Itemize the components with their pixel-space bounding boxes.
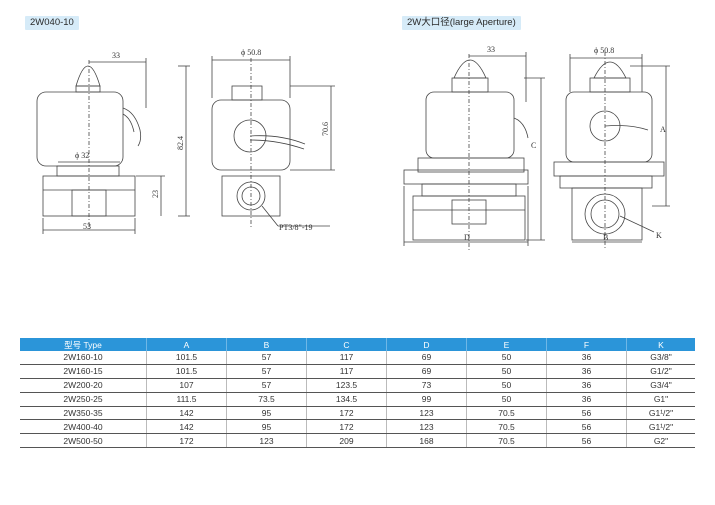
table-row: 2W500-50 172 123 209 168 70.5 56 G2" bbox=[20, 433, 695, 449]
cell-f: 56 bbox=[546, 406, 627, 421]
cell-b: 95 bbox=[226, 406, 307, 421]
cell-type: 2W200-20 bbox=[20, 378, 147, 393]
cell-k: G2" bbox=[626, 433, 695, 449]
cell-a: 142 bbox=[146, 406, 227, 421]
table-row: 2W160-15 101.5 57 117 69 50 36 G1/2" bbox=[20, 364, 695, 379]
cell-k: G1¹/2" bbox=[626, 419, 695, 435]
table-row: 2W250-25 111.5 73.5 134.5 99 50 36 G1" bbox=[20, 392, 695, 407]
cell-type: 2W160-15 bbox=[20, 364, 147, 379]
table-row: 2W350-35 142 95 172 123 70.5 56 G1¹/2" bbox=[20, 406, 695, 421]
cell-f: 36 bbox=[546, 364, 627, 379]
dim-left-53: 53 bbox=[83, 222, 91, 231]
cell-f: 36 bbox=[546, 392, 627, 407]
cell-f: 56 bbox=[546, 419, 627, 435]
table-row: 2W400-40 142 95 172 123 70.5 56 G1¹/2" bbox=[20, 419, 695, 435]
cell-c: 209 bbox=[306, 433, 387, 449]
cell-c: 134.5 bbox=[306, 392, 387, 407]
cell-f: 36 bbox=[546, 378, 627, 393]
col-header-b: B bbox=[226, 338, 307, 351]
cell-type: 2W400-40 bbox=[20, 419, 147, 435]
cell-k: G1" bbox=[626, 392, 695, 407]
cell-e: 50 bbox=[466, 364, 547, 379]
right-side-view bbox=[553, 52, 670, 250]
cell-a: 172 bbox=[146, 433, 227, 449]
cell-d: 73 bbox=[386, 378, 467, 393]
cell-b: 57 bbox=[226, 364, 307, 379]
cell-d: 123 bbox=[386, 406, 467, 421]
col-header-a: A bbox=[146, 338, 227, 351]
cell-d: 168 bbox=[386, 433, 467, 449]
spec-table-header: 型号 Type A B C D E F K bbox=[20, 338, 695, 351]
cell-a: 101.5 bbox=[146, 364, 227, 379]
dim-left-phi32: ϕ 32 bbox=[75, 151, 89, 160]
col-header-e: E bbox=[466, 338, 547, 351]
dim-right-d: D bbox=[464, 233, 470, 242]
dim-left-33: 33 bbox=[112, 51, 120, 60]
cell-b: 123 bbox=[226, 433, 307, 449]
cell-c: 117 bbox=[306, 364, 387, 379]
cell-k: G3/4" bbox=[626, 378, 695, 393]
cell-f: 56 bbox=[546, 433, 627, 449]
col-header-type: 型号 Type bbox=[20, 338, 147, 351]
technical-drawings: 33 ϕ 32 82.4 23 53 ϕ 50.8 70.6 PT3/8"-19… bbox=[36, 45, 670, 250]
dim-right-phi50-8: ϕ 50.8 bbox=[594, 46, 614, 55]
cell-k: G1¹/2" bbox=[626, 406, 695, 421]
dim-right-a: A bbox=[660, 125, 666, 134]
cell-c: 172 bbox=[306, 419, 387, 435]
cell-k: G1/2" bbox=[626, 364, 695, 379]
cell-type: 2W500-50 bbox=[20, 433, 147, 449]
dim-right-k: K bbox=[656, 231, 662, 240]
dim-left-23: 23 bbox=[151, 190, 160, 198]
left-side-view bbox=[211, 56, 335, 228]
cell-d: 69 bbox=[386, 364, 467, 379]
dim-right-b: B bbox=[603, 233, 608, 242]
cell-e: 50 bbox=[466, 351, 547, 365]
cell-a: 111.5 bbox=[146, 392, 227, 407]
dim-right-33: 33 bbox=[487, 45, 495, 54]
cell-d: 99 bbox=[386, 392, 467, 407]
col-header-d: D bbox=[386, 338, 467, 351]
cell-type: 2W160-10 bbox=[20, 351, 147, 365]
cell-type: 2W250-25 bbox=[20, 392, 147, 407]
cell-a: 142 bbox=[146, 419, 227, 435]
right-front-view bbox=[403, 52, 545, 250]
cell-e: 50 bbox=[466, 392, 547, 407]
dim-left-phi50-8: ϕ 50.8 bbox=[241, 48, 261, 57]
cell-e: 50 bbox=[466, 378, 547, 393]
section-title-left: 2W040-10 bbox=[25, 16, 79, 30]
cell-b: 95 bbox=[226, 419, 307, 435]
cell-d: 69 bbox=[386, 351, 467, 365]
cell-c: 123.5 bbox=[306, 378, 387, 393]
col-header-c: C bbox=[306, 338, 387, 351]
dim-left-70-6: 70.6 bbox=[321, 122, 330, 136]
dim-left-82-4: 82.4 bbox=[176, 136, 185, 150]
cell-a: 107 bbox=[146, 378, 227, 393]
cell-f: 36 bbox=[546, 351, 627, 365]
dim-right-c: C bbox=[531, 141, 536, 150]
cell-k: G3/8" bbox=[626, 351, 695, 365]
cell-c: 117 bbox=[306, 351, 387, 365]
spec-table: 型号 Type A B C D E F K 2W160-10 101.5 57 … bbox=[20, 338, 695, 449]
dim-left-port: PT3/8"-19 bbox=[279, 223, 313, 232]
cell-e: 70.5 bbox=[466, 406, 547, 421]
cell-b: 57 bbox=[226, 378, 307, 393]
cell-b: 73.5 bbox=[226, 392, 307, 407]
col-header-k: K bbox=[626, 338, 695, 351]
cell-b: 57 bbox=[226, 351, 307, 365]
cell-a: 101.5 bbox=[146, 351, 227, 365]
cell-e: 70.5 bbox=[466, 433, 547, 449]
cell-d: 123 bbox=[386, 419, 467, 435]
col-header-f: F bbox=[546, 338, 627, 351]
table-row: 2W160-10 101.5 57 117 69 50 36 G3/8" bbox=[20, 351, 695, 365]
left-front-view bbox=[36, 58, 190, 234]
cell-type: 2W350-35 bbox=[20, 406, 147, 421]
cell-e: 70.5 bbox=[466, 419, 547, 435]
cell-c: 172 bbox=[306, 406, 387, 421]
table-row: 2W200-20 107 57 123.5 73 50 36 G3/4" bbox=[20, 378, 695, 393]
section-title-right: 2W大口径(large Aperture) bbox=[402, 16, 521, 30]
